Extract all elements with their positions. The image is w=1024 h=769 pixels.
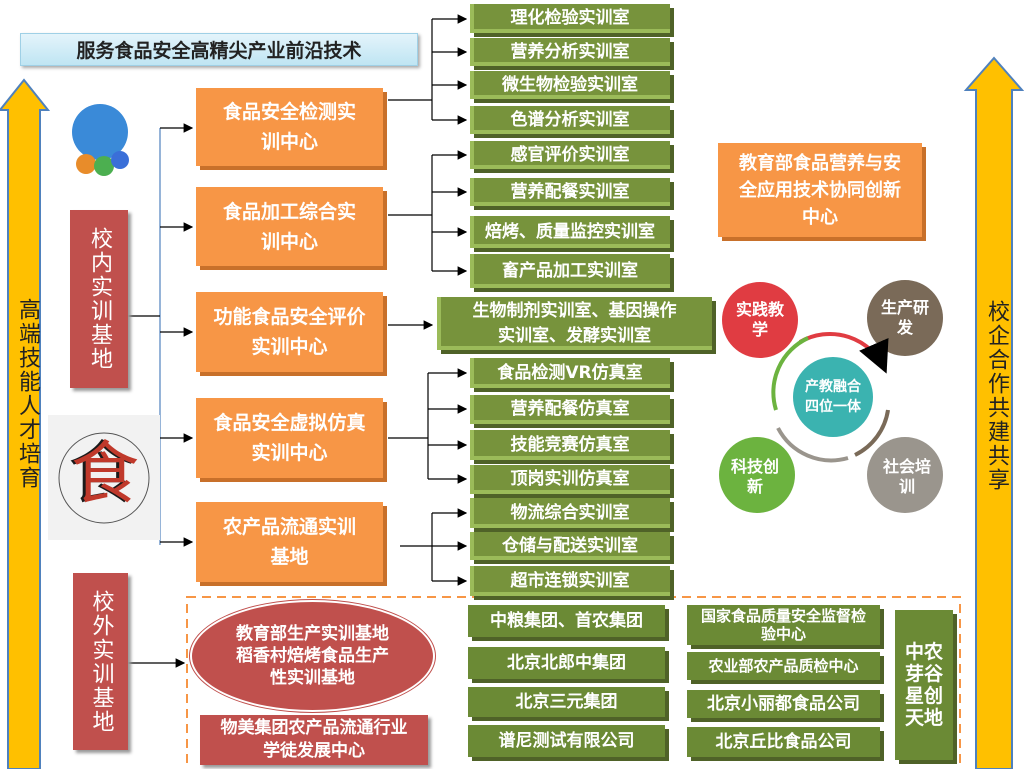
- ministry-center-box: 教育部食品营养与安全应用技术协同创新中心: [718, 143, 922, 237]
- partner-box: 北京三元集团: [468, 687, 665, 717]
- room-box: 物流综合实训室: [470, 498, 670, 528]
- center-box: 食品安全虚拟仿真实训中心: [196, 398, 383, 478]
- center-box: 食品加工综合实训中心: [196, 187, 383, 266]
- room-box: 营养分析实训室: [470, 38, 670, 66]
- wumei-center-box: 物美集团农产品流通行业学徒发展中心: [200, 715, 428, 765]
- partner-box: 北京北郎中集团: [468, 647, 665, 679]
- partner-box: 农业部农产品质检中心: [687, 652, 880, 680]
- center-box: 功能食品安全评价实训中心: [196, 292, 383, 372]
- room-box: 微生物检验实训室: [470, 71, 670, 99]
- daoxiangcun-base-ellipse: 教育部生产实训基地稻香村焙烤食品生产性实训基地: [190, 600, 435, 712]
- left-arrow-label: 高端技能人才培育: [15, 298, 40, 490]
- room-box: 营养配餐仿真室: [470, 395, 670, 424]
- room-box: 顶岗实训仿真室: [470, 465, 670, 494]
- room-box: 仓储与配送实训室: [470, 532, 670, 560]
- cycle-tech-innovation: 科技创新: [731, 457, 780, 496]
- partner-box: 北京小丽都食品公司: [687, 690, 880, 718]
- cycle-bubble-practice: [722, 282, 798, 358]
- cycle-practice-teaching: 实践教学: [736, 300, 785, 339]
- partner-box: 北京丘比食品公司: [687, 727, 880, 757]
- partner-box: 谱尼测试有限公司: [468, 725, 665, 757]
- room-box: 技能竞赛仿真室: [470, 430, 670, 460]
- center-box: 食品安全检测实训中心: [196, 88, 383, 166]
- room-box: 色谱分析实训室: [470, 106, 670, 134]
- cycle-social-training: 社会培训: [883, 457, 932, 496]
- page-title: 服务食品安全高精尖产业前沿技术: [20, 33, 418, 66]
- right-arrow-label: 校企合作共建共享: [984, 300, 1009, 492]
- zhongnong-box: 中农芽谷星创天地: [895, 610, 953, 760]
- cycle-center: 产教融合四位一体: [805, 379, 861, 415]
- globe-people-icon: [70, 104, 130, 180]
- partner-box: 中粮集团、首农集团: [468, 605, 665, 637]
- partner-box: 国家食品质量安全监督检验中心: [687, 605, 880, 645]
- room-box: 食品检测VR仿真室: [470, 358, 670, 388]
- room-box: 超市连锁实训室: [470, 566, 670, 596]
- room-box: 营养配餐实训室: [470, 178, 670, 206]
- center-box: 农产品流通实训基地: [196, 502, 383, 582]
- inner-base-label: 校内实训基地: [70, 210, 128, 388]
- cycle-production-rd: 生产研发: [881, 298, 930, 337]
- room-box: 生物制剂实训室、基因操作实训室、发酵实训室: [437, 297, 712, 350]
- room-box: 感官评价实训室: [470, 141, 670, 169]
- food-logo: 食: [70, 435, 139, 514]
- outer-base-label: 校外实训基地: [73, 573, 128, 750]
- room-box: 理化检验实训室: [470, 4, 670, 33]
- room-box: 焙烤、质量监控实训室: [470, 216, 670, 248]
- room-box: 畜产品加工实训室: [470, 254, 670, 288]
